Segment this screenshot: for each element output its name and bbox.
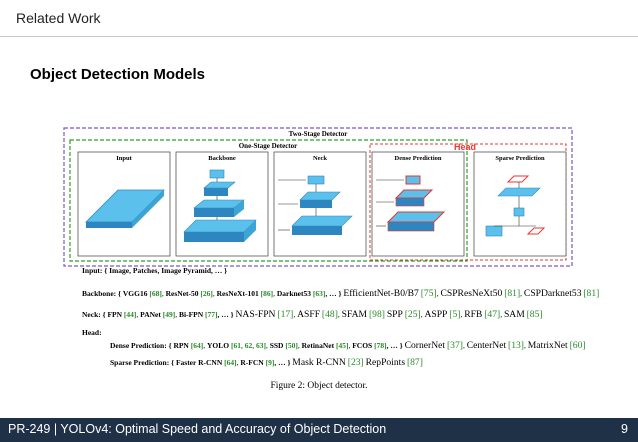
head-box [369,143,567,261]
svg-text:Sparse Prediction: Sparse Prediction [495,155,545,162]
dense-prediction-line: Dense Prediction: { RPN [64], YOLO [61, … [110,340,586,351]
section-header: Related Work [16,10,101,26]
one-stage-label: One-Stage Detector [239,142,298,150]
panel-neck: Neck [273,151,367,257]
panel-dense-prediction: Dense Prediction [371,151,465,257]
panel-backbone: Backbone [175,151,269,257]
footer-bar: PR-249 | YOLOv4: Optimal Speed and Accur… [0,418,638,442]
figure-caption: Figure 2: Object detector. [270,381,368,391]
sparse-prediction-line: Sparse Prediction: { Faster R-CNN [64], … [110,357,423,368]
two-stage-box [63,127,573,267]
svg-text:Dense Prediction: Dense Prediction [395,155,442,162]
header-divider [0,36,638,37]
panel-sparse-prediction: Sparse Prediction [473,151,567,257]
svg-text:Neck: Neck [313,155,327,162]
input-line: Input: { Image, Patches, Image Pyramid, … [82,266,228,275]
one-stage-box [69,139,468,262]
footer-title: PR-249 | YOLOv4: Optimal Speed and Accur… [8,422,387,436]
svg-text:Input: Input [116,155,132,162]
page-number: 9 [621,422,628,436]
svg-text:Backbone: Backbone [208,155,236,162]
head-label: Head [454,142,476,152]
neck-line: Neck: { FPN [44], PANet [49], Bi-FPN [77… [82,309,543,320]
backbone-line: Backbone: { VGG16 [68], ResNet-50 [26], … [82,288,600,299]
two-stage-label: Two-Stage Detector [289,130,348,138]
panel-input: Input [77,151,171,257]
head-line: Head: [82,328,102,337]
slide-title: Object Detection Models [30,66,206,83]
